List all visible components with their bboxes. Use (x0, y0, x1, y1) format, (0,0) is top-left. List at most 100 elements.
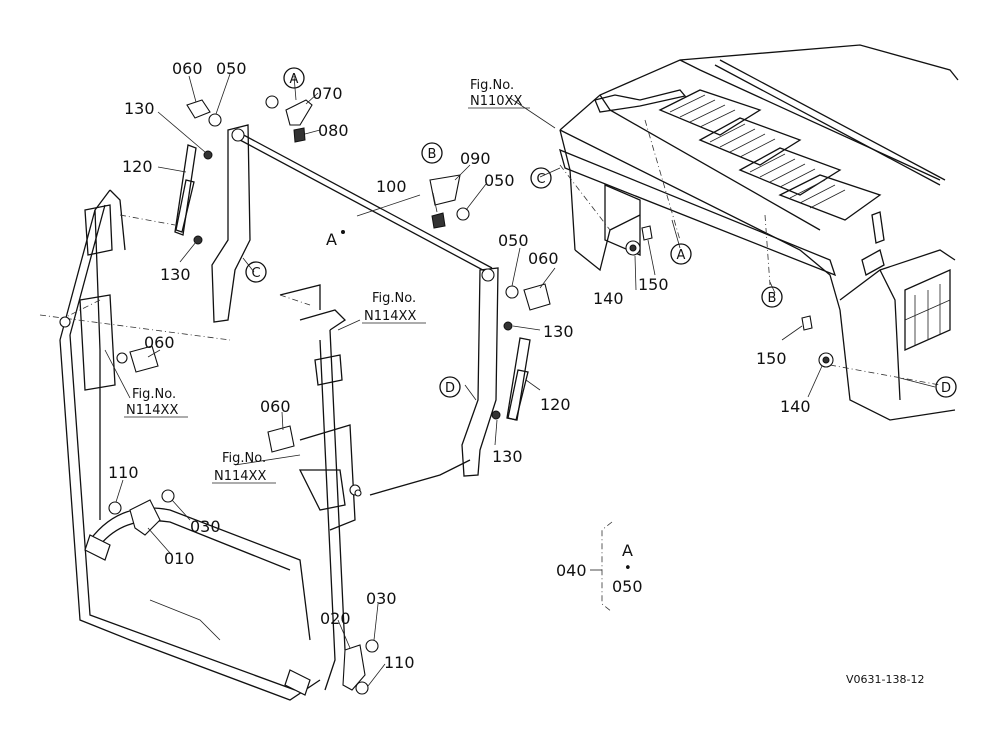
legend-dot: • (624, 561, 632, 576)
label-070: 070 (312, 84, 343, 103)
label-140-lower: 140 (780, 397, 811, 416)
label-150-upper: 150 (638, 275, 669, 294)
label-050-mid: 050 (484, 171, 515, 190)
bush-050-lower-inner (354, 489, 362, 497)
legend-bottom: 050 (612, 577, 643, 596)
svg-text:N114XX: N114XX (214, 469, 266, 484)
leader-lines (104, 73, 936, 687)
label-080: 080 (318, 121, 349, 140)
bolt-060-top (186, 99, 211, 119)
cap-150-upper (641, 225, 653, 241)
svg-text:A: A (290, 72, 299, 87)
label-060-lower: 060 (260, 397, 291, 416)
drawing-id: V0631-138-12 (846, 673, 924, 686)
label-130-d: 130 (492, 447, 523, 466)
svg-text:D: D (445, 381, 455, 396)
bolt-100 (431, 212, 446, 229)
label-050-top: 050 (216, 59, 247, 78)
bush-050-top (208, 113, 222, 127)
pin-130-d (491, 410, 501, 420)
label-010: 010 (164, 549, 195, 568)
circle-ref-d-body: D (935, 376, 957, 398)
label-030-b: 030 (366, 589, 397, 608)
circle-ref-c-body: C (530, 167, 552, 189)
bolt-030-a (161, 489, 175, 503)
svg-text:A: A (677, 248, 686, 263)
label-130-c: 130 (543, 322, 574, 341)
fig-refs: Fig.No. N110XX Fig.No. N114XX Fig.No. N1… (124, 78, 530, 484)
svg-text:C: C (251, 266, 260, 281)
circle-ref-b-top: B (421, 142, 443, 164)
circle-refs: A B C D A B C D (245, 67, 957, 398)
bolt-030-b (365, 639, 379, 653)
svg-text:Fig.No.: Fig.No. (222, 451, 266, 466)
fig-ref-n110xx: Fig.No. N110XX (468, 78, 530, 109)
nut-140-upper-core (629, 244, 637, 252)
nut-140-lower-core (822, 356, 830, 364)
svg-text:B: B (768, 291, 777, 306)
circle-ref-a-top: A (283, 67, 305, 89)
pin-130-c (503, 321, 513, 331)
bush-050-b (265, 95, 279, 109)
label-060-top: 060 (172, 59, 203, 78)
label-050-right: 050 (498, 231, 529, 250)
bush-050-mid (456, 207, 470, 221)
bracket-070 (285, 99, 313, 126)
fig-ref-n114xx-center: Fig.No. N114XX (362, 291, 426, 324)
label-090: 090 (460, 149, 491, 168)
label-120-a: 120 (122, 157, 153, 176)
svg-text:N114XX: N114XX (126, 403, 178, 418)
bolt-060-left (129, 345, 159, 373)
assembly-legend: 040 A • 050 (556, 521, 643, 613)
svg-text:N114XX: N114XX (364, 309, 416, 324)
bush-110-b (355, 681, 369, 695)
bush-110-a (108, 501, 122, 515)
label-060-left: 060 (144, 333, 175, 352)
circle-ref-d-arm: D (439, 376, 461, 398)
svg-text:C: C (536, 172, 545, 187)
shaft-dot (341, 230, 345, 234)
label-150-lower: 150 (756, 349, 787, 368)
bolt-060-lower (267, 425, 295, 453)
svg-text:Fig.No.: Fig.No. (132, 387, 176, 402)
circle-ref-c-arm: C (245, 261, 267, 283)
legend-top: A (622, 541, 633, 560)
door-frame (39, 189, 471, 701)
part-labels: 060 050 070 080 130 120 130 090 100 050 … (108, 59, 811, 672)
label-110-b: 110 (384, 653, 415, 672)
machine-body (559, 44, 959, 421)
cap-150-lower (801, 315, 813, 331)
svg-text:N110XX: N110XX (470, 94, 522, 109)
label-110-a: 110 (108, 463, 139, 482)
label-130-b: 130 (160, 265, 191, 284)
label-shaft-a: A (326, 230, 337, 249)
label-020: 020 (320, 609, 351, 628)
bracket-090 (429, 174, 461, 206)
plate-010 (129, 499, 161, 536)
svg-text:Fig.No.: Fig.No. (372, 291, 416, 306)
svg-text:Fig.No.: Fig.No. (470, 78, 514, 93)
svg-text:D: D (941, 381, 951, 396)
bush-050-right (505, 285, 519, 299)
circle-ref-a-body: A (670, 243, 692, 265)
lift-linkage (174, 124, 531, 477)
legend-assembly-number: 040 (556, 561, 587, 580)
bolt-080 (293, 127, 306, 143)
label-060-right: 060 (528, 249, 559, 268)
bush-050-left (116, 352, 128, 364)
circle-ref-b-body: B (761, 286, 783, 308)
label-030-a: 030 (190, 517, 221, 536)
label-120-b: 120 (540, 395, 571, 414)
svg-text:B: B (428, 147, 437, 162)
nut-left-hinge (59, 316, 71, 328)
pin-130-a (203, 150, 213, 160)
label-140-upper: 140 (593, 289, 624, 308)
label-100: 100 (376, 177, 407, 196)
fig-ref-n114xx-lower: Fig.No. N114XX (212, 451, 276, 484)
bolt-060-right (523, 283, 551, 311)
hardware (59, 95, 834, 695)
fig-ref-n114xx-left: Fig.No. N114XX (124, 387, 188, 418)
label-130-a: 130 (124, 99, 155, 118)
